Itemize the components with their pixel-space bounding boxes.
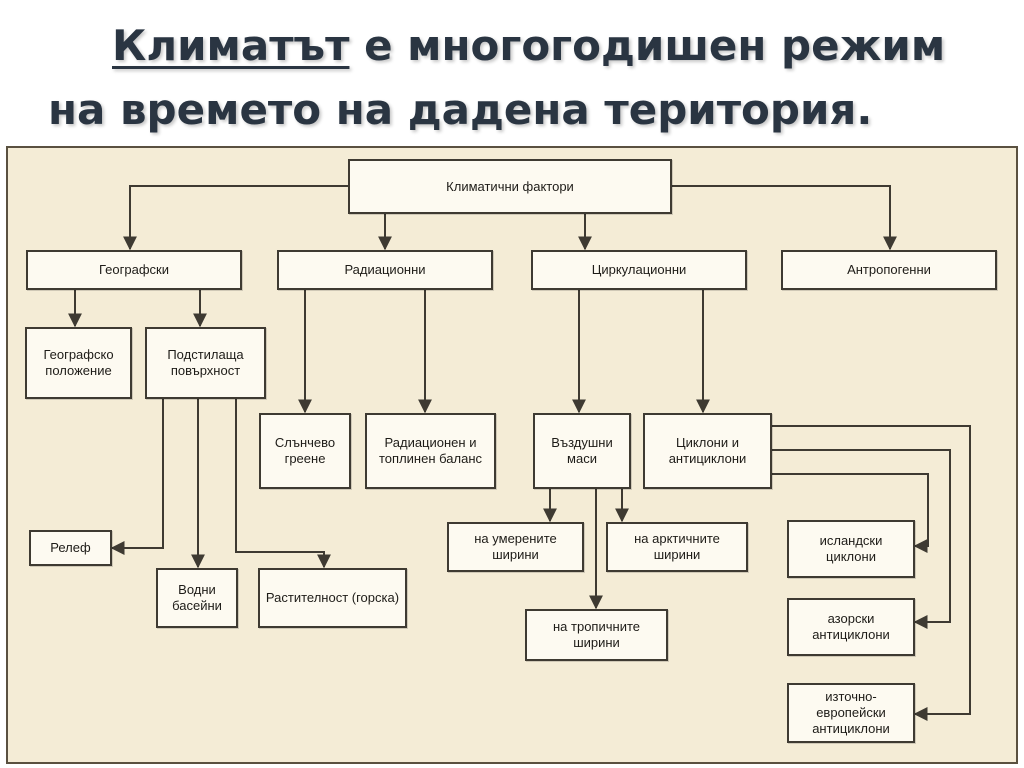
- node-azores-anticyclones: азорски антициклони: [787, 598, 915, 656]
- node-temperate-latitudes: на умерените ширини: [447, 522, 584, 572]
- node-relief: Релеф: [29, 530, 112, 566]
- title-line-1-rest: е многогодишен режим: [349, 21, 946, 70]
- node-east-european-anticyclones: източно-европейски антициклони: [787, 683, 915, 743]
- diagram-frame: [6, 146, 1018, 764]
- node-icelandic-cyclones: исландски циклони: [787, 520, 915, 578]
- node-underlying-surface: Подстилаща повърхност: [145, 327, 266, 399]
- node-heat-balance: Радиационен и топлинен баланс: [365, 413, 496, 489]
- node-tropical-latitudes: на тропичните ширини: [525, 609, 668, 661]
- node-geographic: Географски: [26, 250, 242, 290]
- node-air-masses: Въздушни маси: [533, 413, 631, 489]
- node-water-basins: Водни басейни: [156, 568, 238, 628]
- node-vegetation: Растителност (горска): [258, 568, 407, 628]
- title-line-2: на времето на дадена територия.: [48, 85, 873, 134]
- node-circulation: Циркулационни: [531, 250, 747, 290]
- node-anthropogenic: Антропогенни: [781, 250, 997, 290]
- node-radiation: Радиационни: [277, 250, 493, 290]
- title-line-1: Климатът е многогодишен режим: [112, 16, 945, 76]
- node-climatic-factors: Климатични фактори: [348, 159, 672, 214]
- node-geographic-position: Географско положение: [25, 327, 132, 399]
- node-cyclones-anticyclones: Циклони и антициклони: [643, 413, 772, 489]
- node-sun-heating: Слънчево греене: [259, 413, 351, 489]
- slide-title: Климатът е многогодишен режим на времето…: [0, 0, 1024, 145]
- title-term: Климатът: [112, 21, 350, 70]
- node-arctic-latitudes: на арктичните ширини: [606, 522, 748, 572]
